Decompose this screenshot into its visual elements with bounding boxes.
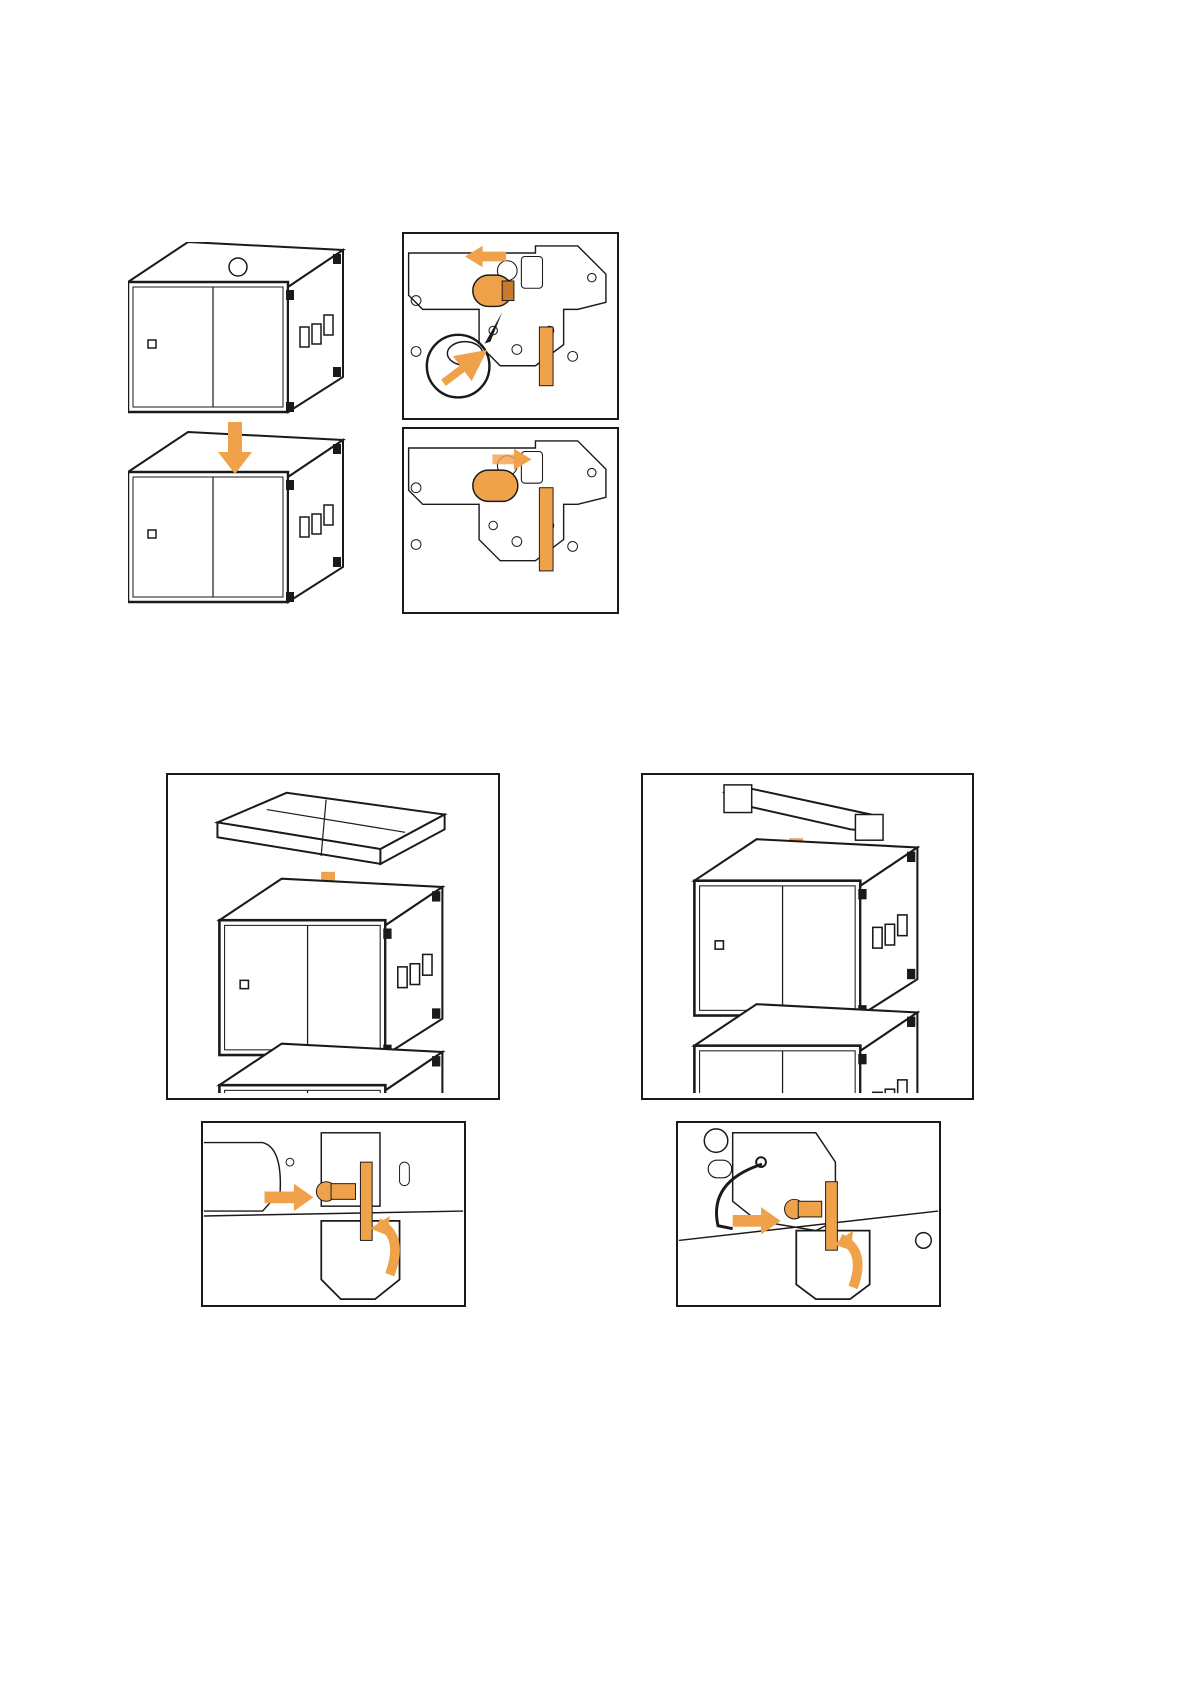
lock-pin-engage-detail bbox=[402, 427, 619, 614]
bar-pin-detail bbox=[676, 1121, 941, 1307]
stacking-subwoofer-figure bbox=[128, 242, 358, 622]
frame-pin-detail bbox=[201, 1121, 466, 1307]
rigging-frame-figure bbox=[166, 773, 500, 1100]
rigging-bar-figure bbox=[641, 773, 974, 1100]
lock-pin-release-detail bbox=[402, 232, 619, 420]
